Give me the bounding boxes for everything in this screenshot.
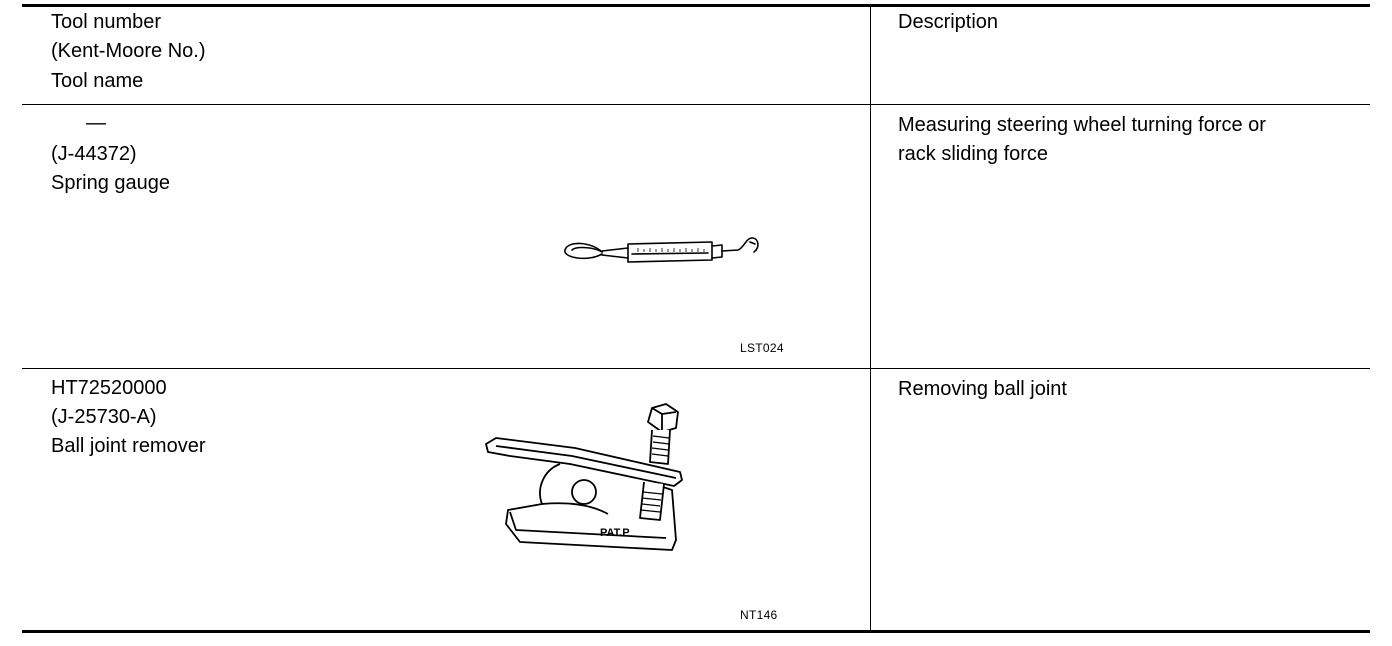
description-line: rack sliding force: [898, 143, 1049, 165]
tool-name: Ball joint remover: [51, 435, 206, 457]
header-kent-moore: (Kent-Moore No.): [51, 40, 206, 62]
tool-number: —: [86, 112, 106, 134]
tool-number: HT72520000: [51, 377, 167, 399]
table-top-rule: [22, 4, 1370, 7]
header-tool-number: Tool number: [51, 11, 162, 33]
illustration-label: PAT.P: [600, 527, 630, 539]
header-description: Description: [898, 11, 999, 33]
table-bottom-rule: [22, 630, 1370, 633]
kent-moore-number: (J-25730-A): [51, 406, 157, 428]
figure-code: NT146: [740, 608, 778, 622]
tool-name: Spring gauge: [51, 172, 170, 194]
description-line: Measuring steering wheel turning force o…: [898, 114, 1266, 136]
header-tool-name: Tool name: [51, 70, 144, 92]
figure-code: LST024: [740, 341, 784, 355]
row-divider: [22, 368, 1370, 369]
kent-moore-number: (J-44372): [51, 143, 137, 165]
description-line: Removing ball joint: [898, 378, 1067, 400]
ball-joint-remover-icon: PAT.P: [485, 403, 683, 551]
header-divider: [22, 104, 1370, 105]
column-divider: [870, 4, 871, 632]
spring-gauge-icon: [564, 237, 759, 263]
